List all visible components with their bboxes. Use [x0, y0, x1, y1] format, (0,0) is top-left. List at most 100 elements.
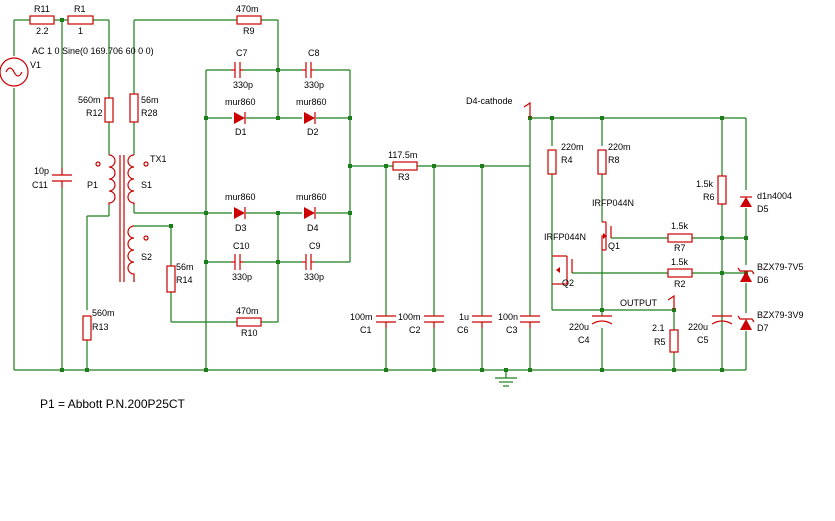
c4-name: C4 [578, 335, 590, 345]
r5-name: R5 [654, 337, 666, 347]
v1-name: V1 [30, 60, 41, 70]
diode-d4[interactable]: mur860 D4 [296, 192, 327, 233]
mosfet-q2[interactable]: IRFP044N Q2 [544, 232, 586, 288]
c11-name: C11 [32, 180, 48, 190]
capacitor-c4[interactable]: 220u C4 [569, 315, 613, 345]
r13-name: R13 [92, 322, 109, 332]
s2-name: S2 [141, 252, 152, 262]
c3-name: C3 [506, 325, 518, 335]
c1-name: C1 [360, 325, 372, 335]
s1-name: S1 [141, 180, 152, 190]
capacitor-c8[interactable]: C8 330p [302, 48, 324, 90]
r3-value: 117.5m [388, 150, 417, 160]
transformer-tx1[interactable]: TX1 P1 S1 S2 [87, 154, 167, 282]
r4-name: R4 [561, 155, 573, 165]
r10-value: 470m [236, 306, 259, 316]
v1-source-spec: AC 1 0 Sine(0 169.706 60 0 0) [32, 46, 154, 56]
diode-d3[interactable]: mur860 D3 [225, 192, 256, 233]
r11-value: 2.2 [36, 26, 49, 36]
resistor-r28[interactable]: 56m R28 [129, 93, 159, 123]
r6-value: 1.5k [696, 179, 714, 189]
capacitor-c10[interactable]: C10 330p [231, 241, 252, 282]
resistor-r7[interactable]: 1.5k R7 [667, 221, 693, 253]
net-label-d4-cathode: D4-cathode [466, 96, 531, 118]
resistor-r1[interactable]: R1 1 [67, 4, 94, 36]
d6-value: BZX79-7V5 [757, 262, 804, 272]
capacitor-c9[interactable]: C9 330p [302, 241, 324, 282]
resistor-r5[interactable]: 2.1 R5 [652, 323, 679, 353]
junction-dots [60, 18, 748, 372]
r9-name: R9 [243, 26, 255, 36]
resistor-r12[interactable]: 560m R12 [78, 95, 114, 123]
capacitor-c11[interactable]: 10p C11 [32, 166, 72, 190]
resistor-r6[interactable]: 1.5k R6 [696, 175, 727, 205]
c11-value: 10p [34, 166, 49, 176]
c2-name: C2 [409, 325, 421, 335]
r3-name: R3 [398, 172, 410, 182]
d2-value: mur860 [296, 97, 327, 107]
r12-name: R12 [86, 108, 103, 118]
diode-d5[interactable]: d1n4004 D5 [740, 191, 792, 214]
diode-d2[interactable]: mur860 D2 [296, 97, 327, 137]
c10-value: 330p [232, 272, 252, 282]
footnote-text: P1 = Abbott P.N.200P25CT [40, 397, 186, 411]
c6-value: 1u [459, 312, 469, 322]
q1-value: IRFP044N [592, 198, 634, 208]
d6-name: D6 [757, 275, 769, 285]
c9-value: 330p [304, 272, 324, 282]
r5-value: 2.1 [652, 323, 665, 333]
resistor-r14[interactable]: 56m R14 [166, 262, 194, 293]
resistor-r10[interactable]: 470m R10 [236, 306, 262, 338]
r12-value: 560m [78, 95, 101, 105]
d5-value: d1n4004 [757, 191, 792, 201]
d3-name: D3 [235, 223, 247, 233]
d7-value: BZX79-3V9 [757, 310, 804, 320]
capacitor-c3[interactable]: 100n C3 [498, 312, 540, 335]
resistor-r8[interactable]: 220m R8 [597, 142, 631, 175]
r2-value: 1.5k [671, 257, 689, 267]
capacitor-c1[interactable]: 100m C1 [350, 312, 396, 335]
r28-name: R28 [141, 108, 158, 118]
p1-name: P1 [87, 180, 98, 190]
r1-name: R1 [74, 4, 86, 14]
capacitor-c7[interactable]: C7 330p [231, 48, 253, 90]
r6-name: R6 [703, 192, 715, 202]
resistor-r2[interactable]: 1.5k R2 [667, 257, 693, 289]
d4-cathode-label: D4-cathode [466, 96, 513, 106]
d1-name: D1 [235, 127, 247, 137]
r8-value: 220m [608, 142, 631, 152]
r8-name: R8 [608, 155, 620, 165]
wires [13, 19, 747, 387]
r1-value: 1 [78, 26, 83, 36]
c7-value: 330p [233, 80, 253, 90]
r11-name: R11 [34, 4, 50, 14]
d1-value: mur860 [225, 97, 256, 107]
capacitor-c2[interactable]: 100m C2 [398, 312, 444, 335]
capacitor-c5[interactable]: 220u C5 [688, 315, 733, 345]
c5-value: 220u [688, 322, 708, 332]
resistor-r9[interactable]: 470m R9 [236, 4, 262, 36]
d3-value: mur860 [225, 192, 256, 202]
diode-d1[interactable]: mur860 D1 [225, 97, 256, 137]
d2-name: D2 [307, 127, 319, 137]
c8-name: C8 [308, 48, 320, 58]
mosfet-q1[interactable]: IRFP044N Q1 [592, 198, 634, 251]
resistor-r3[interactable]: 117.5m R3 [388, 150, 418, 182]
c10-name: C10 [233, 241, 250, 251]
zener-diode-d7[interactable]: BZX79-3V9 D7 [737, 310, 804, 333]
d4-value: mur860 [296, 192, 327, 202]
zener-diode-d6[interactable]: BZX79-7V5 D6 [737, 262, 804, 285]
r7-value: 1.5k [671, 221, 689, 231]
resistor-r11[interactable]: R11 2.2 [29, 4, 55, 36]
resistor-r13[interactable]: 560m R13 [82, 308, 115, 341]
r14-value: 56m [176, 262, 194, 272]
q2-value: IRFP044N [544, 232, 586, 242]
voltage-source-v1[interactable]: V1 AC 1 0 Sine(0 169.706 60 0 0) [0, 46, 154, 87]
net-label-output: OUTPUT [620, 294, 675, 310]
r4-value: 220m [561, 142, 584, 152]
c1-value: 100m [350, 312, 373, 322]
resistor-r4[interactable]: 220m R4 [547, 142, 584, 175]
d4-name: D4 [307, 223, 319, 233]
capacitor-c6[interactable]: 1u C6 [457, 312, 492, 335]
